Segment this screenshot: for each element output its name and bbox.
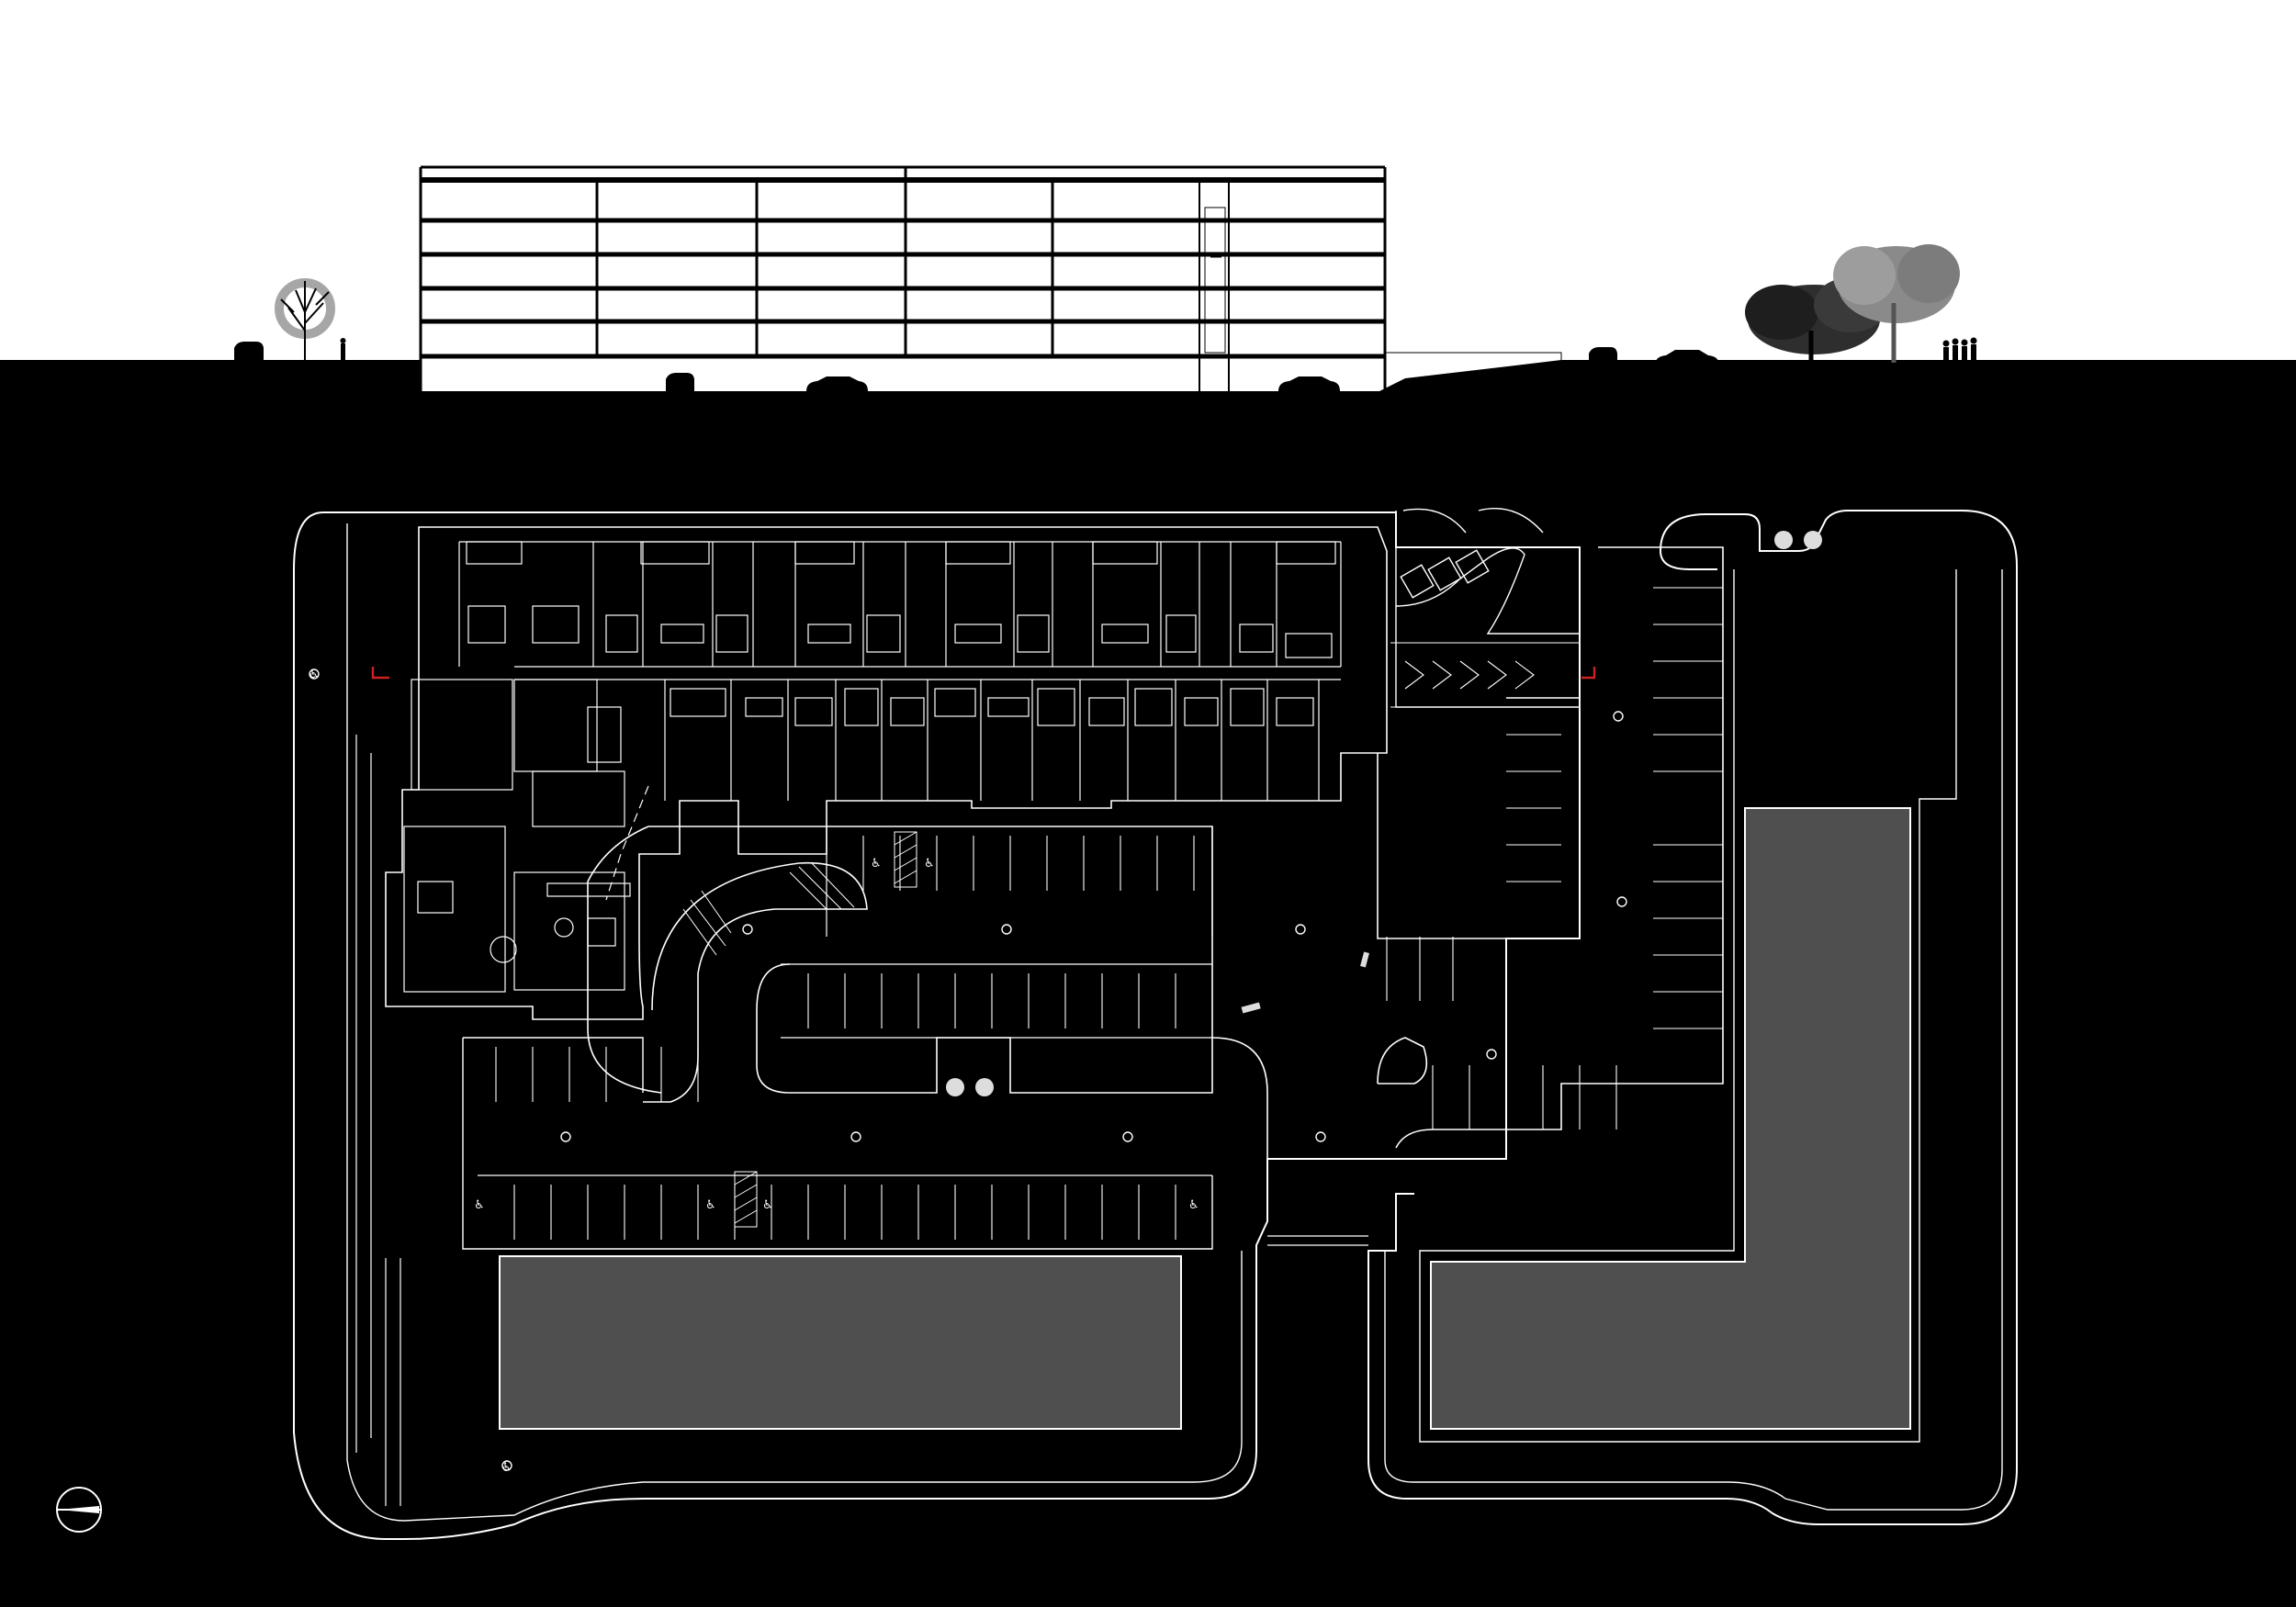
site-boundary-west xyxy=(293,511,1581,1540)
bare-tree xyxy=(275,278,335,360)
south-units xyxy=(664,680,1320,801)
building-section xyxy=(419,165,1387,391)
sedan-garage-1 xyxy=(806,376,868,391)
residential-floor-plan xyxy=(385,508,1581,1020)
sedan-right xyxy=(1655,350,1719,365)
column xyxy=(309,669,320,680)
access-aisle-1 xyxy=(894,831,917,888)
stair-cluster xyxy=(1395,508,1581,708)
column xyxy=(1001,924,1012,935)
suv-garage xyxy=(666,373,694,391)
east-stalls xyxy=(1386,587,1723,1129)
column xyxy=(1122,1131,1133,1142)
chevron-ramp xyxy=(1390,642,1581,708)
curved-ramp xyxy=(643,861,868,1103)
column xyxy=(1616,896,1627,907)
accessible-icon: ♿ xyxy=(762,1198,773,1212)
column xyxy=(850,1131,861,1142)
suv-left xyxy=(234,342,264,360)
sedan-garage-2 xyxy=(1278,376,1340,391)
tree-light xyxy=(1833,244,1960,363)
column xyxy=(1613,711,1624,722)
accessible-icon: ♿ xyxy=(309,668,320,681)
vent-grille xyxy=(1241,1002,1261,1014)
north-units xyxy=(458,541,1342,667)
drive-aisle-east xyxy=(1267,1235,1368,1246)
site-boundary-east xyxy=(1367,510,2018,1525)
east-building-edge xyxy=(1419,569,1957,1443)
footprint-east-building xyxy=(1430,807,1911,1430)
footprint-west-building xyxy=(499,1255,1182,1430)
stall-lines xyxy=(495,836,1195,1240)
site-inner-west xyxy=(346,523,1243,1522)
accessible-icon: ♿ xyxy=(705,1198,716,1212)
column xyxy=(1315,1131,1326,1142)
person-group xyxy=(1942,337,1977,365)
parking-garage xyxy=(462,826,1268,1250)
accessible-icon: ♿ xyxy=(501,1461,512,1475)
access-aisle-2 xyxy=(734,1171,758,1228)
column xyxy=(742,924,753,935)
site-inner-east xyxy=(1384,569,2003,1511)
site-plan: ♿ ♿ ♿ ♿ ♿ ♿ ♿ ♿ xyxy=(293,508,2018,1540)
stair-well xyxy=(946,1078,964,1096)
accessible-icon: ♿ xyxy=(1188,1198,1199,1212)
north-arrow-icon xyxy=(56,1487,102,1533)
stair-wells xyxy=(946,531,1822,1096)
ramp-hatch-a xyxy=(789,862,855,910)
amenity-block xyxy=(403,679,649,993)
east-entry xyxy=(1659,513,1717,570)
parking-bay-lower xyxy=(462,1037,1213,1250)
accessible-icon: ♿ xyxy=(924,857,935,871)
structural-columns xyxy=(309,669,1627,1471)
accessible-icon: ♿ xyxy=(871,857,882,871)
trees xyxy=(275,244,1960,363)
accessible-symbols: ♿ ♿ ♿ ♿ ♿ ♿ ♿ ♿ xyxy=(309,668,1199,1475)
section-cut-mark-west xyxy=(371,667,389,680)
pedestrians xyxy=(340,337,1977,365)
suv-right xyxy=(1589,347,1617,365)
island xyxy=(756,963,1213,1094)
vent-grille xyxy=(1360,951,1369,968)
west-sidewalk xyxy=(355,735,401,1506)
vehicles xyxy=(234,342,1719,391)
stair-well xyxy=(1774,531,1793,549)
east-parking xyxy=(1267,546,1724,1246)
column xyxy=(560,1131,571,1142)
column xyxy=(501,1460,512,1471)
ramp-outline xyxy=(1385,352,1562,360)
ramp-hatch-b xyxy=(682,890,732,956)
building-outline xyxy=(385,526,1388,1020)
stair-well xyxy=(1804,531,1822,549)
stair-well xyxy=(975,1078,994,1096)
column xyxy=(1295,924,1306,935)
parking-rows-upper xyxy=(781,826,1213,1039)
accessible-icon: ♿ xyxy=(474,1198,485,1212)
column xyxy=(1486,1049,1497,1060)
section-cut-mark-east xyxy=(1581,667,1596,680)
person-left xyxy=(341,343,345,360)
